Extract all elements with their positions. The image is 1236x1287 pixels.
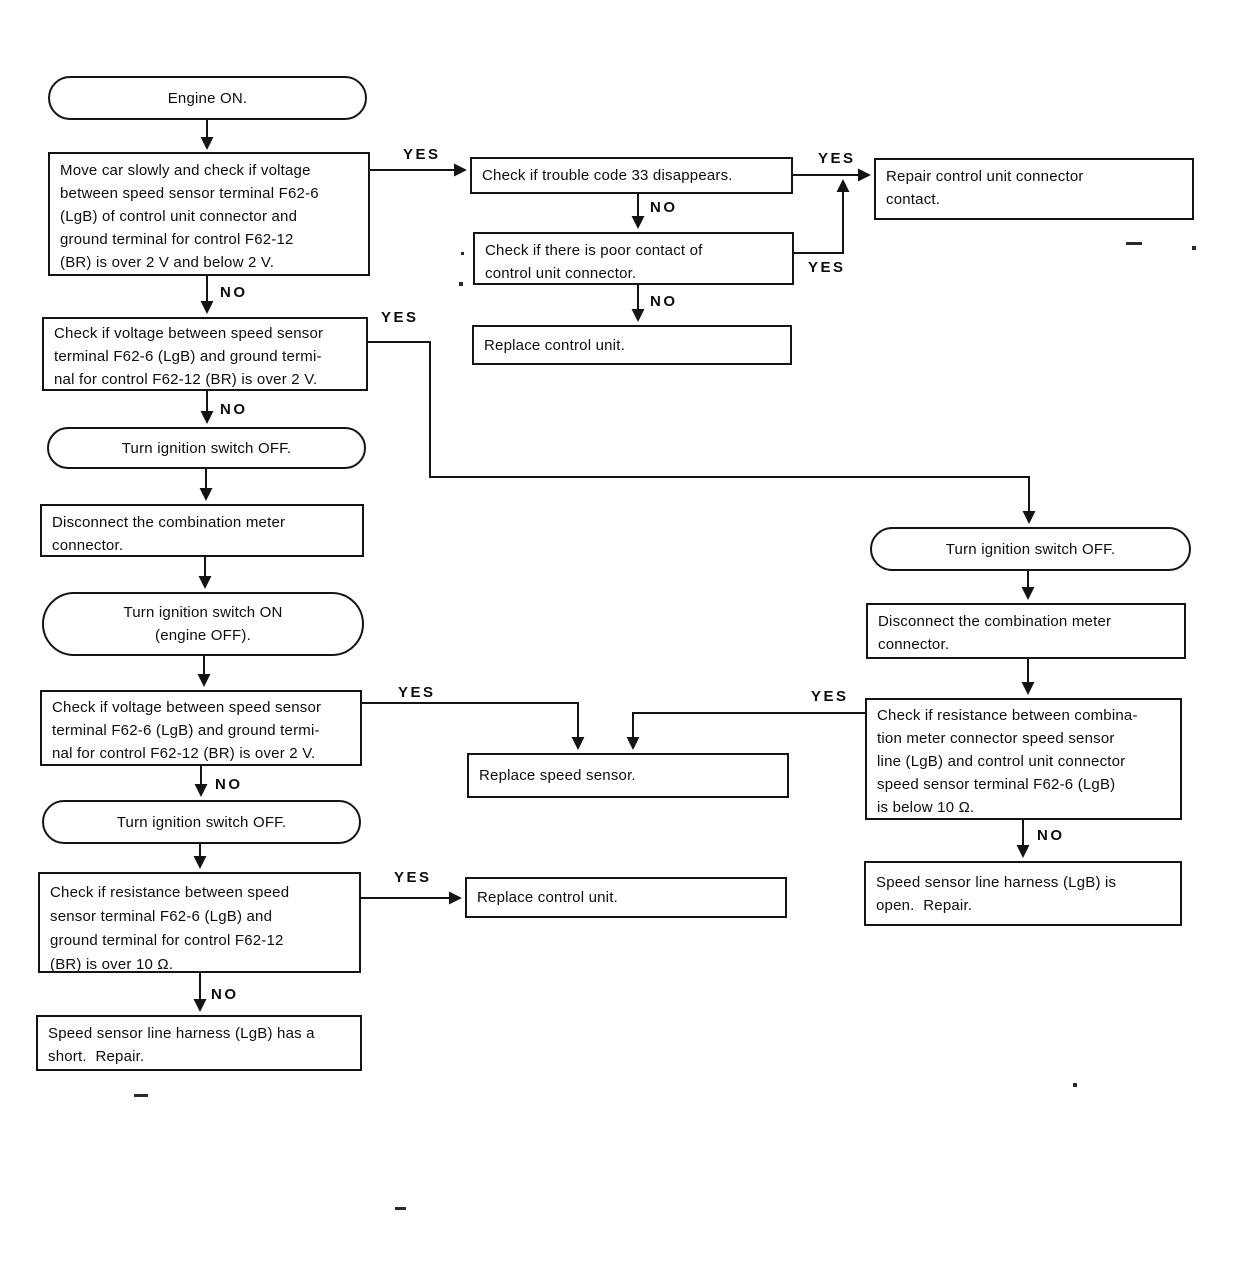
scan-artifact [461,252,464,255]
node-engine-on: Engine ON. [48,76,367,120]
node-harness-short-repair: Speed sensor line harness (LgB) has a sh… [36,1015,362,1071]
node-replace-control-unit-1: Replace control unit. [472,325,792,365]
node-ignition-off-right: Turn ignition switch OFF. [870,527,1191,571]
scan-artifact [459,282,463,286]
edge-resistanceright-yes [626,712,865,750]
node-repair-connector-contact: Repair control unit connector contact. [874,158,1194,220]
node-voltage-check-1: Check if voltage between speed sensor te… [42,317,368,391]
label-no-poorcontact: NO [650,293,678,310]
label-no-voltage2: NO [215,776,243,793]
label-no-movecar: NO [220,284,248,301]
scan-artifact [1073,1083,1077,1087]
node-disconnect-meter-right: Disconnect the combination meter connect… [866,603,1186,659]
label-no-voltage1: NO [220,401,248,418]
node-harness-open-repair: Speed sensor line harness (LgB) is open.… [864,861,1182,926]
label-yes-movecar: YES [403,146,441,163]
node-ignition-off-1: Turn ignition switch OFF. [47,427,366,469]
label-yes-voltage1: YES [381,309,419,326]
label-yes-voltage2: YES [398,684,436,701]
edge-voltage2-yes [362,702,585,750]
scan-artifact [395,1207,406,1210]
node-resistance-check-right: Check if resistance between combina- tio… [865,698,1182,820]
node-trouble-code-33-check: Check if trouble code 33 disappears. [470,157,793,194]
node-move-car-voltage-check: Move car slowly and check if voltage bet… [48,152,370,276]
node-ignition-off-2: Turn ignition switch OFF. [42,800,361,844]
node-resistance-check-left: Check if resistance between speed sensor… [38,872,361,973]
edge-voltage1-yes [368,341,1036,524]
label-yes-code33: YES [818,150,856,167]
node-replace-control-unit-2: Replace control unit. [465,877,787,918]
label-no-code33: NO [650,199,678,216]
node-voltage-check-2: Check if voltage between speed sensor te… [40,690,362,766]
scan-artifact [1192,246,1196,250]
node-ignition-on-engine-off: Turn ignition switch ON (engine OFF). [42,592,364,656]
scan-artifact [1126,242,1142,245]
label-no-resistanceright: NO [1037,827,1065,844]
node-disconnect-meter-left: Disconnect the combination meter connect… [40,504,364,557]
scan-artifact [134,1094,148,1097]
label-yes-resistanceright: YES [811,688,849,705]
edge-poorcontact-yes [794,179,850,254]
label-yes-poorcontact: YES [808,259,846,276]
label-no-resistanceleft: NO [211,986,239,1003]
node-replace-speed-sensor: Replace speed sensor. [467,753,789,798]
node-poor-contact-check: Check if there is poor contact of contro… [473,232,794,285]
label-yes-resistanceleft: YES [394,869,432,886]
